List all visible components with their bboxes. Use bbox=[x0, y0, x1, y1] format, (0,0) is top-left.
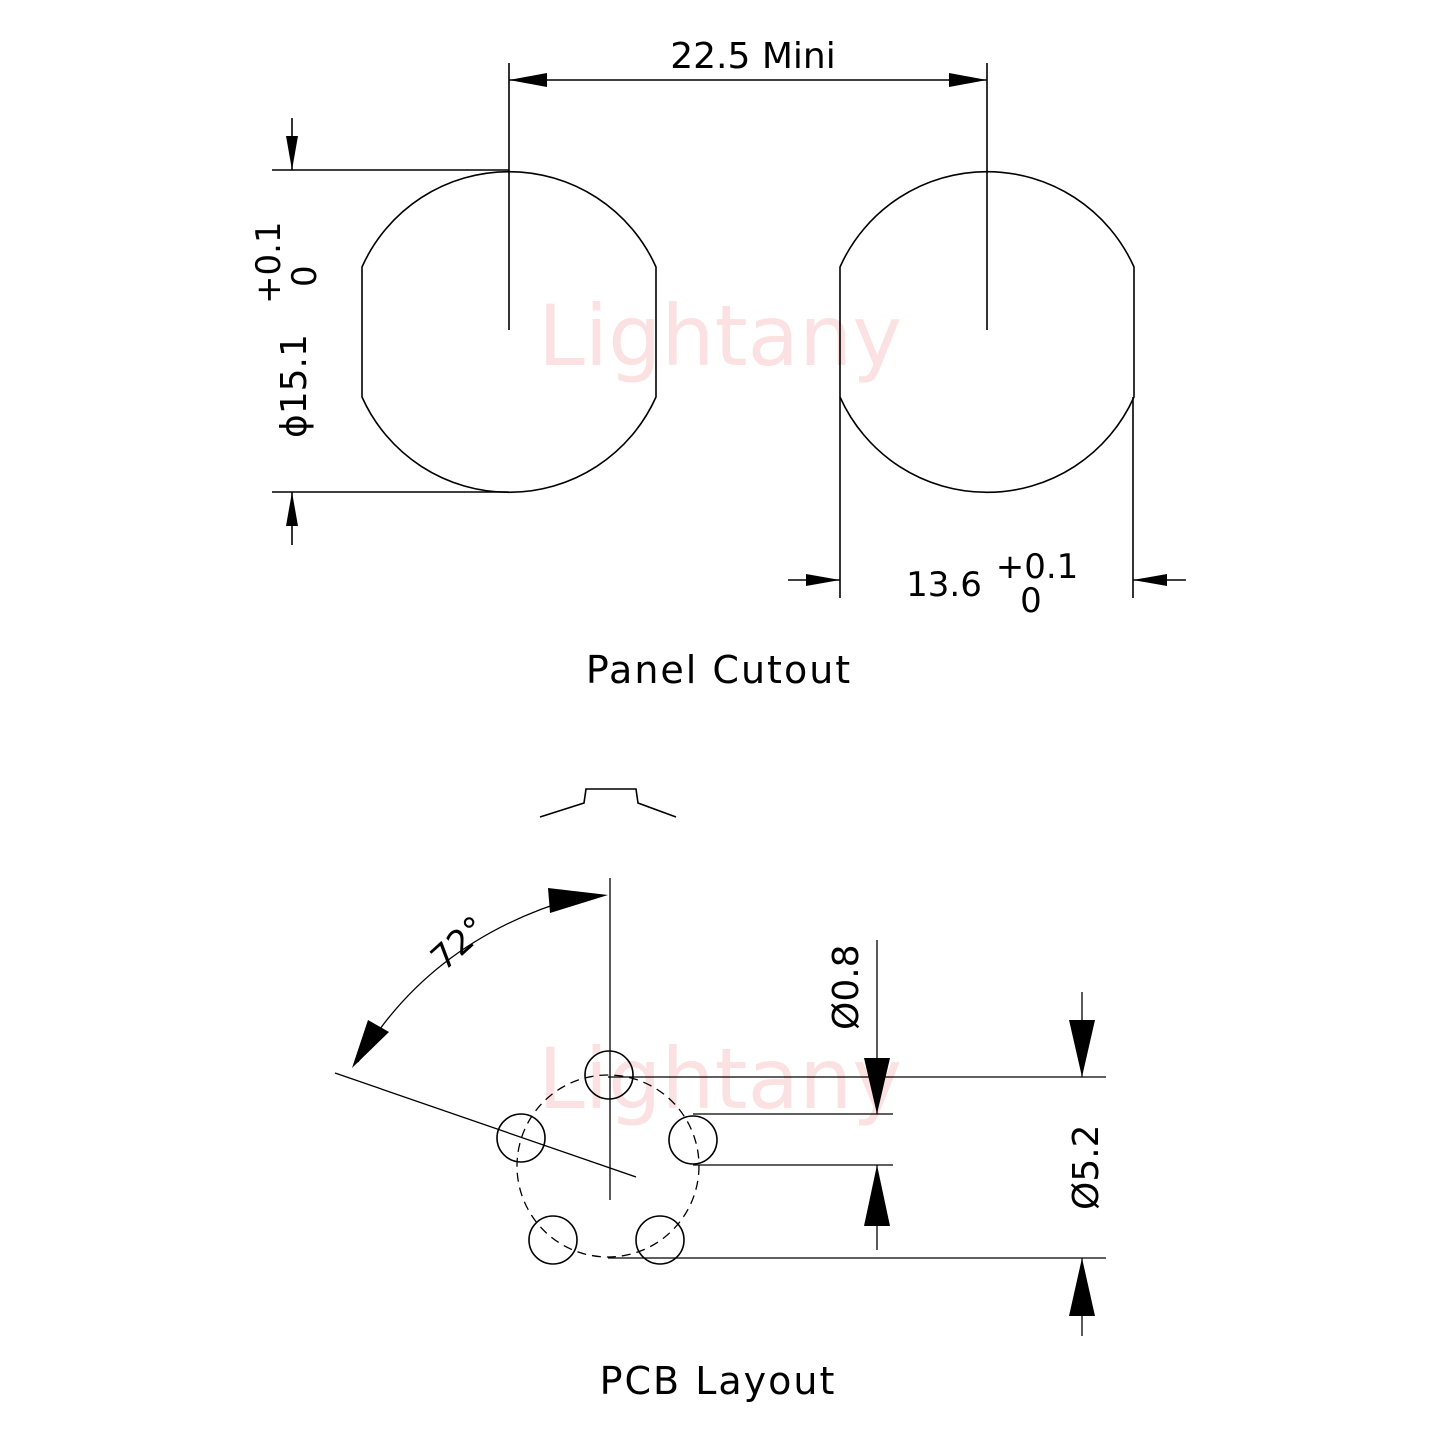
pitch-arrow-bottom bbox=[1069, 1258, 1095, 1316]
pitch-dia-label-group: Ø5.2 bbox=[1066, 1124, 1107, 1210]
width-arrow-right bbox=[1133, 574, 1167, 586]
pcb-layout-group: 72° Ø0.8 Ø5.2 PCB Layout bbox=[334, 788, 1107, 1403]
angle-label-group: 72° bbox=[423, 909, 495, 979]
height-tol-plus: +0.1 bbox=[249, 221, 289, 304]
height-tol-minus-group: 0 bbox=[285, 265, 325, 287]
pitch-arrow-top bbox=[1069, 1020, 1095, 1077]
angle-arrow-bottom bbox=[352, 1020, 389, 1068]
panel-cutout-group: 22.5 Mini ϕ15.1 +0.1 0 13.6 +0.1 0 Panel bbox=[249, 36, 1186, 692]
angle-label: 72° bbox=[423, 909, 495, 979]
pitch-circle bbox=[516, 1074, 700, 1258]
hole-dia-label: Ø0.8 bbox=[826, 944, 867, 1030]
watermark-top: Lightany bbox=[538, 287, 902, 385]
width-label: 13.6 bbox=[906, 565, 982, 605]
height-arrow-top bbox=[286, 136, 298, 170]
spacing-arrow-right bbox=[949, 73, 987, 87]
hole-arrow-top bbox=[864, 1058, 890, 1114]
spacing-label: 22.5 Mini bbox=[670, 36, 835, 77]
key-notch-symbol bbox=[539, 788, 677, 818]
height-label: ϕ15.1 bbox=[274, 334, 315, 438]
left-cutout-outline bbox=[361, 170, 657, 494]
panel-cutout-title: Panel Cutout bbox=[586, 648, 852, 692]
hole-arrow-bottom bbox=[864, 1165, 890, 1226]
pin-hole-5 bbox=[496, 1113, 546, 1163]
pin-hole-2 bbox=[668, 1115, 718, 1165]
height-label-group: ϕ15.1 bbox=[274, 334, 315, 438]
height-tol-plus-group: +0.1 bbox=[249, 221, 289, 304]
height-tol-minus: 0 bbox=[285, 265, 325, 287]
pcb-layout-title: PCB Layout bbox=[600, 1359, 837, 1403]
pin-hole-3 bbox=[635, 1215, 685, 1265]
pin-hole-4 bbox=[528, 1215, 578, 1265]
width-tol-plus: +0.1 bbox=[996, 547, 1079, 587]
pcb-angled-reference-line bbox=[334, 1072, 637, 1178]
height-arrow-bottom bbox=[286, 492, 298, 526]
width-tol-minus: 0 bbox=[1020, 581, 1042, 621]
angle-arrow-top bbox=[548, 888, 608, 913]
watermark-bottom: Lightany bbox=[538, 1030, 902, 1128]
spacing-arrow-left bbox=[509, 73, 547, 87]
pin-hole-1 bbox=[584, 1050, 634, 1100]
hole-dia-label-group: Ø0.8 bbox=[826, 944, 867, 1030]
right-cutout-outline bbox=[839, 170, 1135, 494]
width-arrow-left bbox=[806, 574, 840, 586]
pitch-dia-label: Ø5.2 bbox=[1066, 1124, 1107, 1210]
